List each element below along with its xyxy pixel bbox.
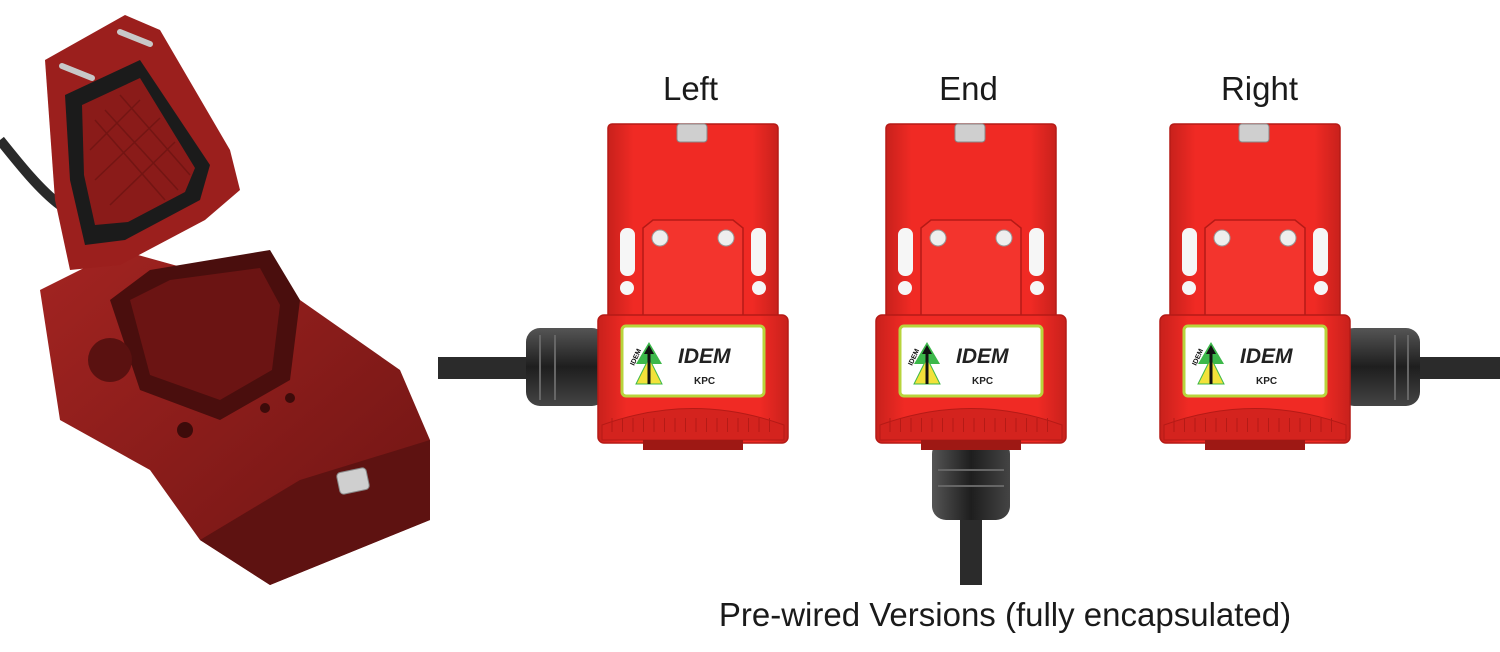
cable: [438, 357, 538, 379]
model-code: KPC: [1256, 376, 1277, 387]
switch-left-cable: IDEM IDEM KPC: [438, 123, 789, 450]
cable: [1400, 357, 1500, 379]
switch-bottom-cable: IDEM IDEM KPC: [875, 123, 1067, 585]
variant-label-right: Right: [1220, 70, 1299, 107]
caption: Pre-wired Versions (fully encapsulated): [718, 596, 1292, 633]
brand-name: IDEM: [1240, 345, 1293, 368]
cable-gland: [1340, 328, 1420, 406]
model-code: KPC: [972, 376, 993, 387]
product-label: IDEM IDEM KPC: [620, 324, 766, 398]
cable-gland: [932, 440, 1010, 520]
brand-name: IDEM: [956, 345, 1009, 368]
open-switch-photo: [0, 15, 430, 585]
model-code: KPC: [694, 376, 715, 387]
variant-label-end: End: [939, 70, 998, 107]
cable: [960, 500, 982, 585]
idem-logo-icon: IDEM: [907, 342, 941, 385]
cable-gland: [526, 328, 606, 406]
idem-logo-icon: IDEM: [629, 342, 663, 385]
variant-label-left: Left: [662, 70, 719, 107]
product-label: IDEM IDEM KPC: [898, 324, 1044, 398]
brand-name: IDEM: [678, 345, 731, 368]
